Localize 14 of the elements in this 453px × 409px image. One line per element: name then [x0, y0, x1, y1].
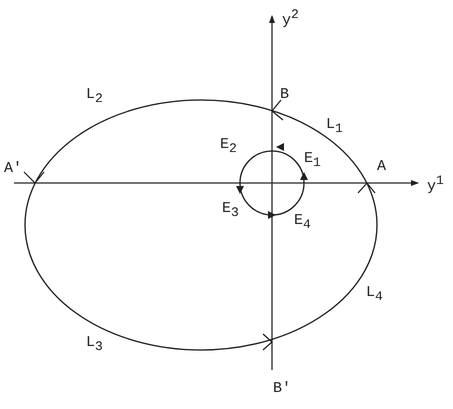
circle-arc-label: E$_{1}$ [304, 150, 321, 171]
point-label: B′ [273, 380, 292, 397]
axis-label: y$^{1}$ [427, 172, 444, 195]
point-label: A′ [4, 160, 22, 177]
curve-label: L$_{1}$ [326, 116, 343, 137]
circle-arc-label: E$_{2}$ [220, 136, 237, 157]
point-label: B [280, 86, 290, 103]
curve-label: L$_{3}$ [86, 334, 103, 355]
circle-arc-label: E$_{3}$ [222, 200, 239, 221]
axis-label: y$^{2}$ [282, 6, 299, 29]
circle-arc-label: E$_{4}$ [294, 212, 311, 233]
curve-label: L$_{2}$ [86, 86, 103, 107]
point-label: A [377, 158, 386, 175]
curve-label: L$_{4}$ [366, 284, 383, 305]
